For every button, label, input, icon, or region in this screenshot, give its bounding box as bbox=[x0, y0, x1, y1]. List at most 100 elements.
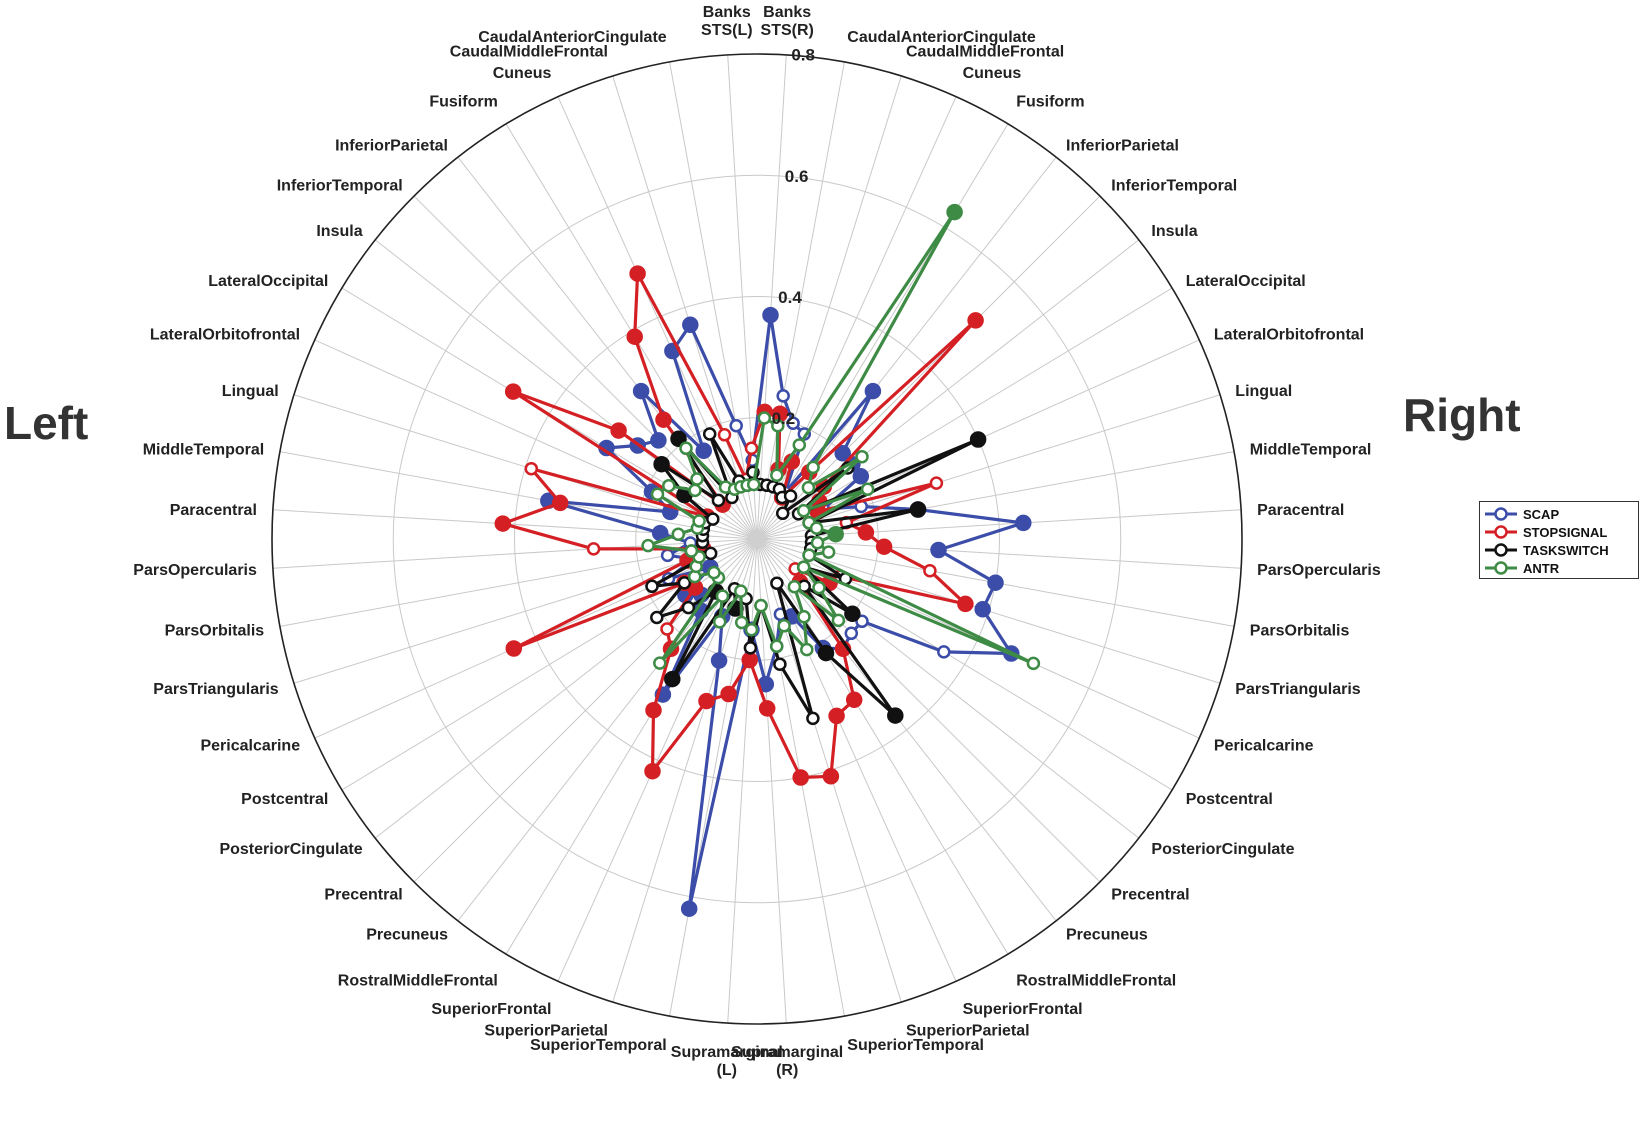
data-point bbox=[806, 460, 820, 475]
data-point bbox=[834, 445, 851, 462]
data-point bbox=[987, 574, 1004, 591]
data-point bbox=[967, 312, 984, 329]
category-label: Paracentral bbox=[170, 502, 257, 519]
data-point bbox=[710, 652, 728, 669]
data-point bbox=[923, 563, 937, 578]
data-point bbox=[769, 639, 784, 654]
data-point bbox=[690, 472, 704, 486]
data-point bbox=[655, 411, 672, 428]
data-point bbox=[494, 515, 512, 532]
data-point bbox=[821, 545, 836, 559]
data-point bbox=[610, 422, 627, 439]
category-label: ParsOrbitalis bbox=[1250, 622, 1350, 639]
category-label: Paracentral bbox=[1257, 502, 1344, 519]
category-label: Insula bbox=[1151, 223, 1197, 240]
data-point bbox=[692, 514, 706, 528]
right-hemisphere-label: Right bbox=[1403, 389, 1521, 441]
data-point bbox=[762, 306, 779, 324]
data-point bbox=[734, 584, 748, 598]
category-label: SuperiorTemporal bbox=[847, 1037, 984, 1054]
data-point bbox=[812, 580, 826, 595]
category-label: Supramarginal(R) bbox=[731, 1044, 843, 1079]
data-point bbox=[641, 538, 655, 553]
radial-tick-label: 0.4 bbox=[778, 288, 802, 307]
data-point bbox=[717, 428, 732, 442]
data-point bbox=[783, 489, 798, 503]
radial-tick-label: 0.6 bbox=[785, 167, 809, 186]
data-point bbox=[860, 482, 875, 496]
data-point bbox=[864, 382, 882, 400]
legend-swatch bbox=[1485, 561, 1517, 575]
data-point bbox=[743, 641, 758, 655]
category-label: Precuneus bbox=[366, 926, 448, 943]
category-label: PosteriorCingulate bbox=[219, 841, 362, 858]
category-label: Precentral bbox=[324, 886, 402, 903]
legend-item: STOPSIGNAL bbox=[1484, 523, 1634, 541]
data-point bbox=[720, 685, 737, 703]
data-point bbox=[650, 432, 667, 449]
data-point bbox=[677, 576, 692, 590]
category-label: Lingual bbox=[1235, 383, 1292, 400]
data-point bbox=[845, 691, 863, 709]
legend-swatch bbox=[1485, 507, 1517, 521]
data-point bbox=[757, 411, 772, 425]
data-point bbox=[645, 701, 662, 719]
data-point bbox=[746, 477, 761, 492]
legend-item: ANTR bbox=[1484, 559, 1634, 577]
data-point bbox=[670, 430, 687, 448]
category-label: InferiorTemporal bbox=[277, 178, 403, 195]
data-point bbox=[822, 768, 840, 785]
category-label: LateralOrbitofrontal bbox=[150, 326, 300, 343]
data-point bbox=[857, 524, 875, 541]
category-label: PosteriorCingulate bbox=[1151, 841, 1294, 858]
legend-item: TASKSWITCH bbox=[1484, 541, 1634, 559]
data-point bbox=[770, 576, 784, 590]
data-point bbox=[770, 468, 784, 483]
category-label: ParsOpercularis bbox=[133, 562, 257, 579]
data-point bbox=[771, 418, 785, 433]
data-point bbox=[698, 692, 715, 710]
category-label: MiddleTemporal bbox=[1250, 442, 1372, 459]
category-label: Postcentral bbox=[1186, 791, 1273, 808]
category-label: CaudalMiddleFrontal bbox=[450, 44, 608, 61]
data-point bbox=[524, 461, 539, 476]
data-point bbox=[827, 525, 844, 543]
data-point bbox=[645, 579, 659, 594]
data-point bbox=[831, 613, 846, 628]
data-point bbox=[688, 483, 702, 498]
legend-item: SCAP bbox=[1484, 505, 1634, 523]
data-point bbox=[957, 595, 974, 613]
category-label: Pericalcarine bbox=[1214, 738, 1314, 755]
category-label: LateralOccipital bbox=[1186, 273, 1306, 290]
legend-label: STOPSIGNAL bbox=[1523, 524, 1608, 540]
data-point bbox=[551, 494, 569, 512]
data-point bbox=[909, 501, 927, 518]
legend-swatch bbox=[1485, 543, 1517, 557]
data-point bbox=[680, 900, 698, 917]
data-point bbox=[706, 512, 720, 526]
legend-label: TASKSWITCH bbox=[1523, 542, 1609, 558]
legend-swatch bbox=[1485, 525, 1517, 539]
data-point bbox=[792, 438, 807, 452]
category-label: Fusiform bbox=[429, 93, 497, 110]
radial-tick-label: 0.8 bbox=[791, 46, 815, 65]
data-point bbox=[806, 711, 820, 726]
data-point bbox=[586, 542, 601, 556]
data-point bbox=[650, 610, 664, 625]
category-label: Lingual bbox=[222, 383, 279, 400]
category-label: ParsOrbitalis bbox=[165, 622, 265, 639]
data-point bbox=[695, 442, 712, 460]
category-label: InferiorTemporal bbox=[1111, 178, 1237, 195]
category-label: Pericalcarine bbox=[200, 738, 300, 755]
data-point bbox=[802, 548, 816, 562]
category-label: RostralMiddleFrontal bbox=[1016, 973, 1176, 990]
category-label: InferiorParietal bbox=[1066, 138, 1179, 155]
category-label: Cuneus bbox=[963, 65, 1022, 82]
data-point bbox=[650, 487, 665, 501]
data-point bbox=[773, 657, 787, 671]
data-point bbox=[626, 328, 643, 345]
data-point bbox=[852, 468, 870, 485]
